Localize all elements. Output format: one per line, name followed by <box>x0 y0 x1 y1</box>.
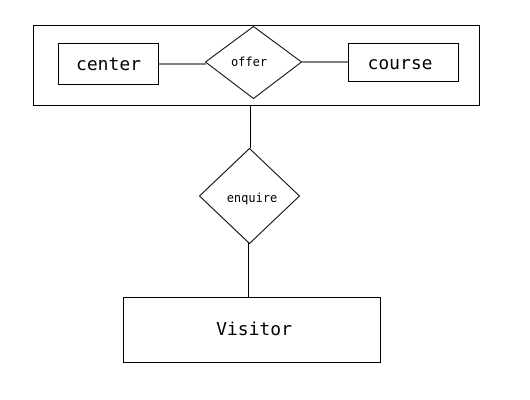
entity-visitor: Visitor <box>123 297 381 363</box>
relationship-enquire: enquire <box>198 147 301 245</box>
entity-center-box <box>58 43 159 85</box>
relationship-offer: offer <box>204 25 303 100</box>
entity-course-box <box>348 43 459 82</box>
relationship-enquire-diamond <box>198 147 301 245</box>
entity-course: course <box>348 43 459 82</box>
entity-center-label: center <box>76 54 141 75</box>
relationship-offer-label: offer <box>231 55 267 69</box>
relationship-offer-diamond <box>204 25 303 100</box>
relationship-enquire-label: enquire <box>227 191 278 205</box>
entity-visitor-box <box>123 297 381 363</box>
entity-center: center <box>58 43 159 85</box>
entity-visitor-label: Visitor <box>216 319 292 340</box>
entity-course-label: course <box>367 53 432 74</box>
